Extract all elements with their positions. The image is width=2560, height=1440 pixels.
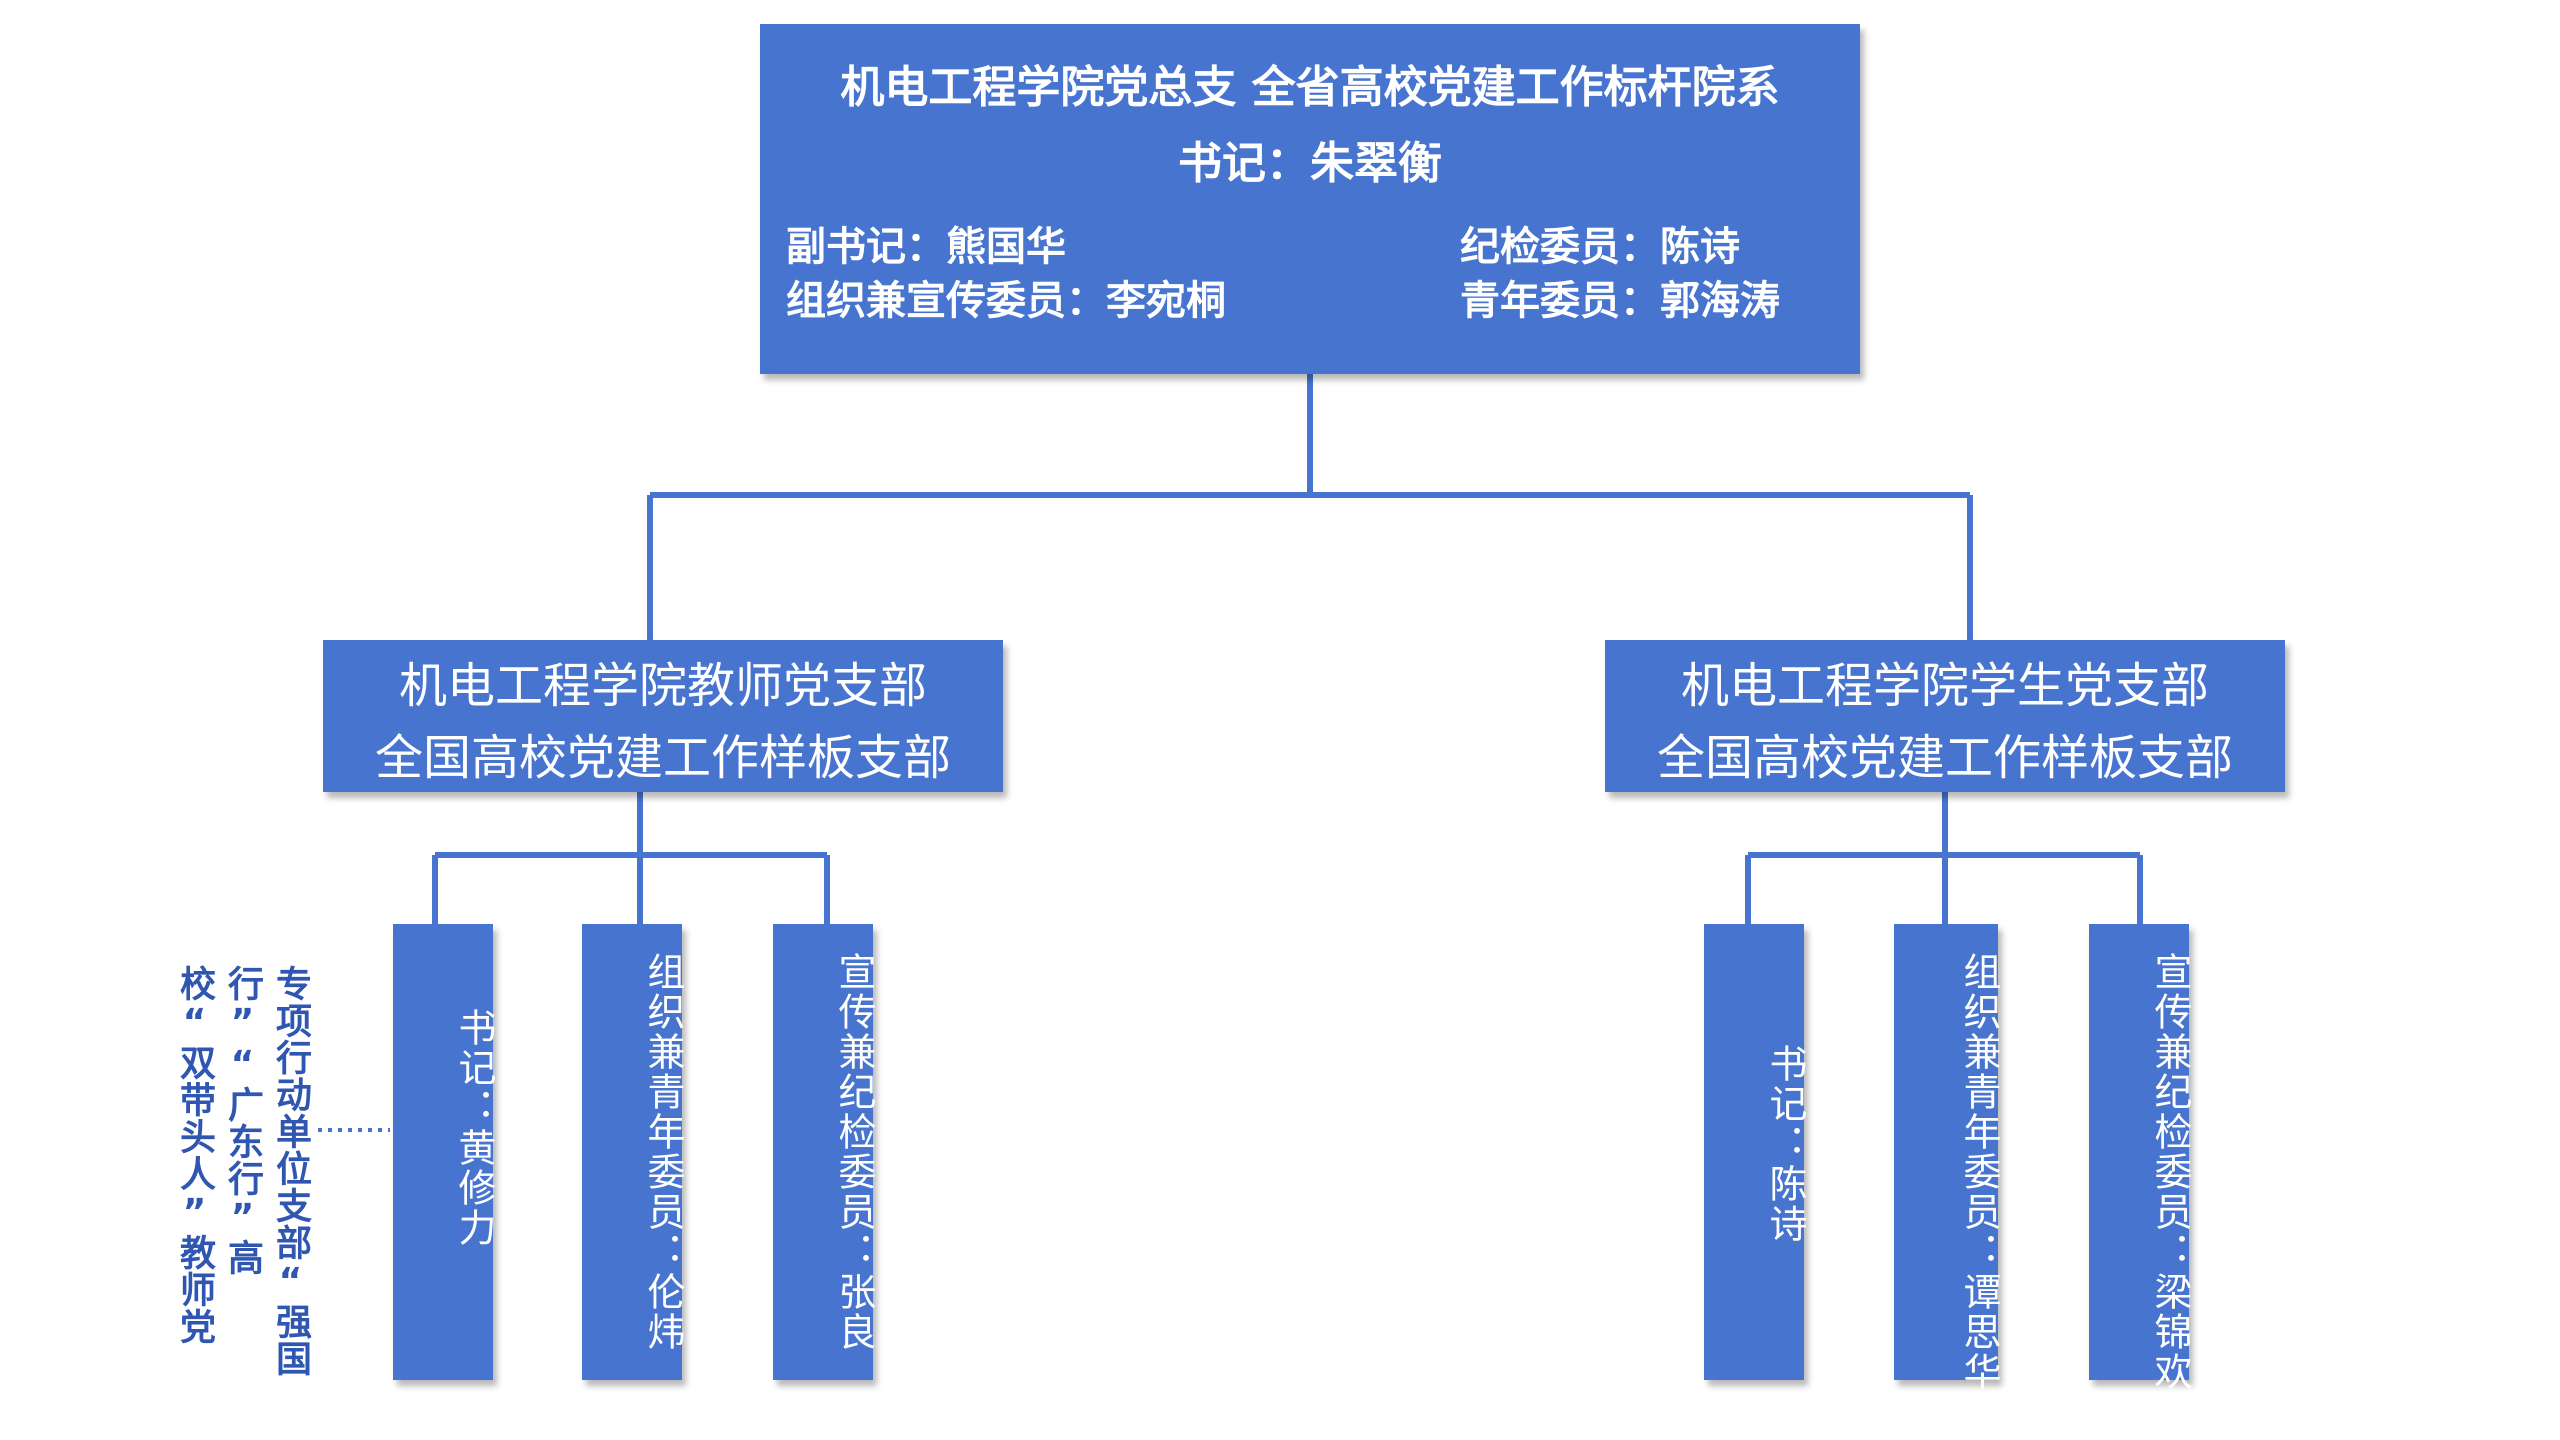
top-right-members: 纪检委员：陈诗 青年委员：郭海涛 bbox=[1460, 220, 1780, 328]
teacher-member-organization: 组织兼青年委员：伦炜 bbox=[582, 924, 685, 1380]
student-branch-title: 全国高校党建工作样板支部 bbox=[1656, 730, 2233, 786]
student-member-organization: 组织兼青年委员：谭思华 bbox=[1894, 924, 2001, 1392]
side-note-honor: 专项行动单位支部“强国行”“广东行”高校“双带头人”教师党 bbox=[174, 965, 311, 1377]
party-general-branch-box: 机电工程学院党总支 全省高校党建工作标杆院系 书记：朱翠衡 副书记：熊国华 组织… bbox=[760, 24, 1860, 374]
student-member-publicity: 宣传兼纪检委员：梁锦欢 bbox=[2089, 924, 2192, 1392]
student-branch-box: 机电工程学院学生党支部 全国高校党建工作样板支部 bbox=[1605, 640, 2285, 792]
teacher-member-publicity: 宣传兼纪检委员：张良 bbox=[773, 924, 876, 1380]
top-title: 机电工程学院党总支 全省高校党建工作标杆院系 bbox=[840, 62, 1780, 113]
top-left-members: 副书记：熊国华 组织兼宣传委员：李宛桐 bbox=[786, 220, 1226, 328]
discipline-member: 纪检委员：陈诗 bbox=[1460, 224, 1740, 270]
youth-member: 青年委员：郭海涛 bbox=[1460, 278, 1780, 324]
student-member-secretary: 书记：陈诗 bbox=[1704, 924, 1807, 1380]
organization-publicity-member: 组织兼宣传委员：李宛桐 bbox=[786, 278, 1226, 324]
teacher-branch-title: 全国高校党建工作样板支部 bbox=[374, 730, 951, 786]
deputy-secretary: 副书记：熊国华 bbox=[786, 224, 1066, 270]
teacher-branch-box: 机电工程学院教师党支部 全国高校党建工作样板支部 bbox=[323, 640, 1003, 792]
top-secretary: 书记：朱翠衡 bbox=[1178, 138, 1442, 189]
teacher-branch-name: 机电工程学院教师党支部 bbox=[398, 658, 927, 714]
student-branch-name: 机电工程学院学生党支部 bbox=[1680, 658, 2209, 714]
teacher-member-secretary: 书记：黄修力 bbox=[393, 924, 496, 1380]
